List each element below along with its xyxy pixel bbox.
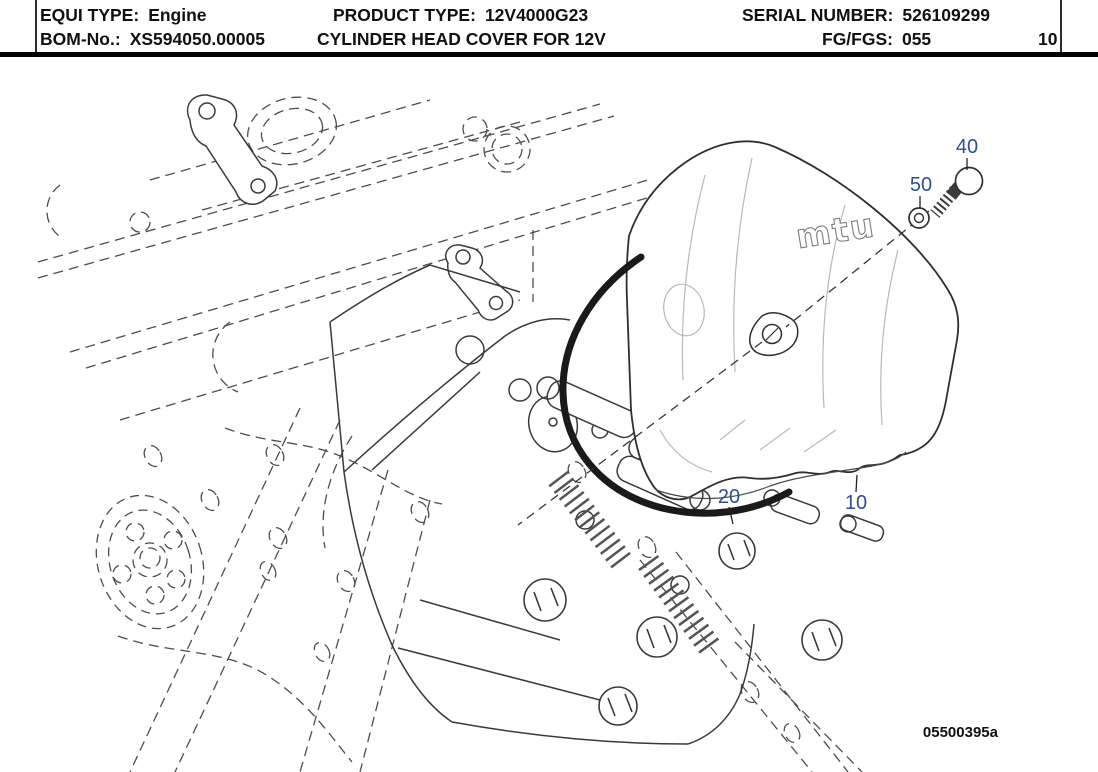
engine-block-phantom — [37, 96, 863, 772]
header-divider-rule — [0, 52, 1098, 57]
fg-fgs-field: FG/FGS: 055 — [822, 29, 931, 50]
washer-part[interactable] — [908, 207, 930, 229]
callout-leaders — [728, 158, 968, 525]
product-type-label: PRODUCT TYPE: — [333, 5, 476, 25]
cylinder-head-drawing — [186, 94, 885, 745]
callout-40[interactable]: 40 — [956, 136, 978, 158]
bom-no-label: BOM-No.: — [40, 29, 121, 49]
pulley-phantom — [95, 494, 205, 630]
screw-part[interactable] — [930, 166, 984, 218]
header-left-border — [35, 0, 37, 52]
valve-springs — [548, 470, 722, 658]
equi-type-label: EQUI TYPE: — [40, 5, 140, 25]
callout-20[interactable]: 20 — [718, 486, 740, 508]
product-type-value: 12V4000G23 — [484, 5, 589, 25]
bom-no-value: XS594050.00005 — [129, 29, 265, 49]
diagram-canvas: mtu — [0, 60, 1098, 772]
assembly-centerline-lower — [517, 341, 763, 526]
bom-no-field: BOM-No.: XS594050.00005 — [40, 29, 265, 50]
assembly-hardware — [517, 166, 984, 526]
serial-number-label: SERIAL NUMBER: — [742, 5, 894, 25]
sheet-number: 10 — [1038, 29, 1058, 49]
parts-diagram-svg: mtu — [37, 94, 999, 772]
fg-fgs-label: FG/FGS: — [822, 29, 893, 49]
header-right-border — [1060, 0, 1062, 52]
assembly-description: CYLINDER HEAD COVER FOR 12V — [317, 29, 606, 49]
equi-type-field: EQUI TYPE: Engine — [40, 5, 207, 26]
serial-number-value: 526109299 — [902, 5, 990, 25]
gasket-part[interactable] — [559, 253, 793, 517]
callout-50[interactable]: 50 — [910, 174, 932, 196]
figure-id: 05500395a — [923, 724, 999, 741]
equi-type-value: Engine — [148, 5, 207, 25]
cylinder-head-bolts — [523, 532, 843, 726]
assembly-centerline — [785, 210, 930, 328]
fg-fgs-value: 055 — [901, 29, 932, 49]
serial-number-field: SERIAL NUMBER: 526109299 — [742, 5, 990, 26]
callout-10[interactable]: 10 — [845, 492, 867, 514]
product-type-field: PRODUCT TYPE: 12V4000G23 — [333, 5, 588, 26]
cylinder-head-cover-part[interactable]: mtu — [625, 140, 960, 501]
